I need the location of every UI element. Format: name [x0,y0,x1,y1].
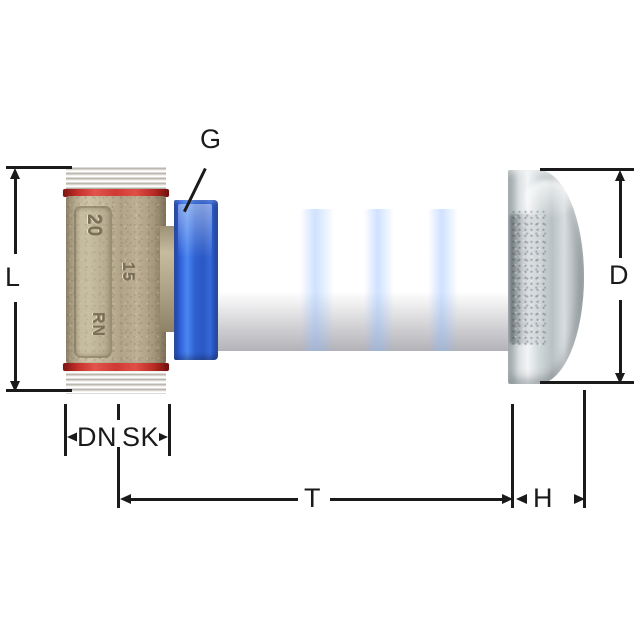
D-dim-line-lower [619,300,622,378]
DN-SK-centre-tick-bottom [117,447,120,463]
D-arrow-bottom [615,373,625,384]
DN-witness-left [64,404,67,456]
T-dim-line-left [126,498,298,501]
dimension-label-DN: DN [77,422,117,452]
dimension-label-H: H [533,483,553,513]
H-arrow-right [574,494,585,504]
emboss-marking-20: 20 [83,214,104,238]
T-dim-line-right [330,498,506,501]
H-witness-right [583,390,586,508]
T-arrow-right [502,494,513,504]
cap-inner-shadow [510,214,540,344]
D-dim-line-upper [619,174,622,258]
dimension-label-D: D [609,260,629,290]
L-dim-line-lower [14,302,17,386]
emboss-marking-rn: RN [89,312,106,338]
L-arrow-top [10,168,20,179]
L-dim-line-upper [14,172,17,254]
L-arrow-bottom [10,381,20,392]
o-ring-top [63,189,169,197]
D-arrow-top [615,170,625,181]
L-witness-bottom [6,389,72,392]
callout-label-G: G [200,124,222,154]
cap-specular-highlight [524,180,572,220]
DN-arrow-left [67,432,78,442]
emboss-marking-15: 15 [119,262,136,282]
brass-texture [66,196,166,364]
sleeve-thread-crest-bottom [218,345,510,351]
D-witness-top [540,168,634,171]
dimension-label-T: T [304,483,321,513]
SK-witness-right [168,404,171,456]
brass-top-thread [66,166,166,190]
brass-body-barrel [66,196,166,364]
dimension-label-SK: SK [122,422,160,452]
blue-collar-highlight [178,204,212,258]
sleeve-thread-crest-top [218,209,510,215]
emboss-plate [74,206,112,358]
o-ring-bottom [63,363,169,371]
L-witness-top [6,166,72,169]
T-witness-left [117,462,120,508]
blue-threaded-sleeve [218,213,510,347]
SK-arrow-right [157,432,168,442]
cap-speckle-texture [512,210,546,346]
blue-thread-collar [174,200,218,360]
DN-SK-centre-tick-top [117,404,120,420]
D-witness-bottom [540,381,634,384]
H-arrow-left [516,494,527,504]
brass-bottom-thread [66,372,166,394]
T-arrow-left [120,494,131,504]
dimension-label-L: L [5,262,21,292]
T-witness-right [511,404,514,508]
